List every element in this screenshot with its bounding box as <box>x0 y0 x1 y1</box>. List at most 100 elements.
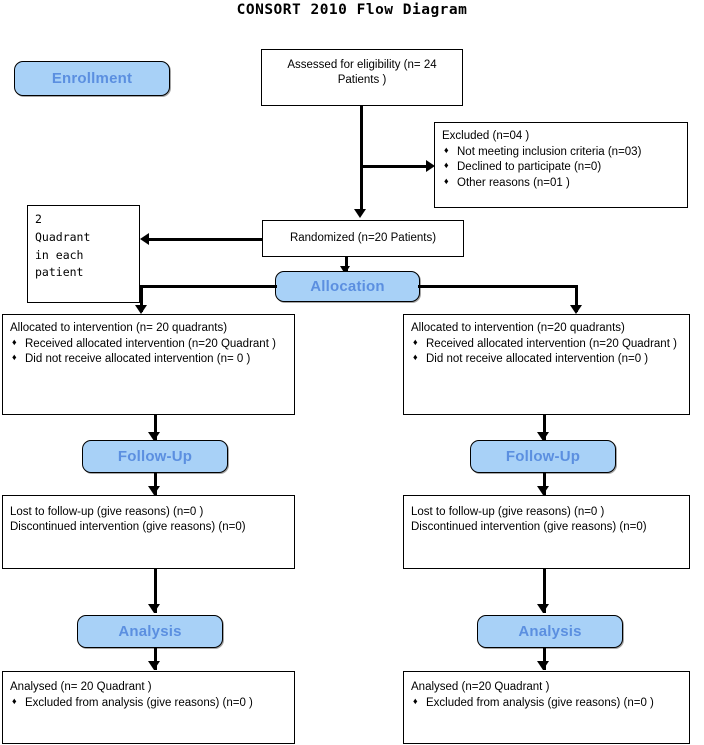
list-item: ♦ Excluded from analysis (give reasons) (… <box>10 696 287 711</box>
list-item: ♦ Did not receive allocated intervention … <box>411 352 682 367</box>
allocated-right-item-1: Did not receive allocated intervention (… <box>426 353 649 366</box>
allocated-right-heading: Allocated to intervention (n=20 quadrant… <box>411 322 625 334</box>
connector-analysis-right-to-box <box>543 648 546 670</box>
arrowhead-allocated-right-to-followup <box>537 432 549 441</box>
analysed-right-heading: Analysed (n=20 Quadrant ) <box>411 681 550 693</box>
arrowhead-followup-right-to-analysis <box>537 604 549 613</box>
bullet-icon: ♦ <box>12 352 17 363</box>
stage-analysis-left-label: Analysis <box>118 623 182 640</box>
arrowhead-followup-right-to-box <box>537 486 549 495</box>
assessed-line-2: Patients ) <box>337 74 387 87</box>
stage-analysis-right-label: Analysis <box>518 623 582 640</box>
excluded-list: ♦ Not meeting inclusion criteria (n=03) ♦… <box>442 145 680 191</box>
stage-analysis-right[interactable]: Analysis <box>477 615 623 648</box>
allocated-left-heading: Allocated to intervention (n= 20 quadran… <box>10 322 228 334</box>
stage-allocation-label: Allocation <box>310 278 385 295</box>
excluded-item-0: Not meeting inclusion criteria (n=03) <box>457 146 642 159</box>
connector-followup-left-to-box <box>154 473 157 495</box>
randomized-text: Randomized (n=20 Patients) <box>289 231 437 244</box>
allocated-left-list: ♦ Received allocated intervention (n=20 Q… <box>10 337 287 367</box>
list-item: ♦ Other reasons (n=01 ) <box>442 176 680 191</box>
connector-followup-right-to-analysis <box>543 569 546 613</box>
bullet-icon: ♦ <box>12 696 17 707</box>
analysed-left-item-0: Excluded from analysis (give reasons) (n… <box>25 697 253 710</box>
arrowhead-analysis-left-to-box <box>148 661 160 670</box>
list-item: ♦ Declined to participate (n=0) <box>442 160 680 175</box>
arrowhead-randomized-to-quadrant-note <box>140 233 149 245</box>
node-assessed-for-eligibility: Assessed for eligibility (n= 24 Patients… <box>261 49 463 106</box>
connector-followup-left-to-analysis <box>154 569 157 613</box>
followup-right-line-1: Lost to follow-up (give reasons) (n=0 ) <box>411 506 605 518</box>
allocated-right-list: ♦ Received allocated intervention (n=20 Q… <box>411 337 682 367</box>
analysed-left-list: ♦ Excluded from analysis (give reasons) (… <box>10 696 287 711</box>
bullet-icon: ♦ <box>413 352 418 363</box>
node-followup-left-box: Lost to follow-up (give reasons) (n=0 ) … <box>2 495 295 569</box>
quadrant-note-line-0: 2 <box>35 212 42 226</box>
quadrant-note-line-2: in each <box>35 247 84 262</box>
stage-enrollment[interactable]: Enrollment <box>14 61 170 96</box>
node-allocated-left: Allocated to intervention (n= 20 quadran… <box>2 314 295 415</box>
list-item: ♦ Excluded from analysis (give reasons) (… <box>411 696 682 711</box>
connector-trunk-to-excluded <box>360 165 428 168</box>
allocated-left-item-1: Did not receive allocated intervention (… <box>25 353 251 366</box>
stage-enrollment-label: Enrollment <box>51 70 133 87</box>
bullet-icon: ♦ <box>413 696 418 707</box>
arrowhead-assessed-to-randomized <box>354 209 366 218</box>
stage-followup-right-label: Follow-Up <box>505 448 581 465</box>
node-excluded: Excluded (n=04 ) ♦ Not meeting inclusion … <box>434 122 688 208</box>
connector-analysis-left-to-box <box>154 648 157 670</box>
arrowhead-followup-left-to-analysis <box>148 604 160 613</box>
node-allocated-right: Allocated to intervention (n=20 quadrant… <box>403 314 690 415</box>
quadrant-note-line-1: Quadrant <box>35 229 91 244</box>
list-item: ♦ Received allocated intervention (n=20 Q… <box>411 337 682 352</box>
arrowhead-followup-left-to-box <box>148 486 160 495</box>
arrowhead-allocation-to-left-group <box>135 305 147 314</box>
stage-followup-left-label: Follow-Up <box>117 448 193 465</box>
arrowhead-allocated-left-to-followup <box>148 432 160 441</box>
stage-allocation[interactable]: Allocation <box>275 271 420 302</box>
list-item: ♦ Did not receive allocated intervention … <box>10 352 287 367</box>
node-analysed-left: Analysed (n= 20 Quadrant ) ♦ Excluded fro… <box>2 671 295 744</box>
connector-randomized-to-quadrant-note <box>149 238 262 241</box>
list-item: ♦ Not meeting inclusion criteria (n=03) <box>442 145 680 160</box>
connector-assessed-to-randomized <box>360 106 363 210</box>
analysed-right-list: ♦ Excluded from analysis (give reasons) (… <box>411 696 682 711</box>
followup-left-line-2: Discontinued intervention (give reasons)… <box>10 521 246 534</box>
connector-allocation-left-horizontal <box>140 285 277 288</box>
analysed-right-item-0: Excluded from analysis (give reasons) (n… <box>426 697 654 710</box>
assessed-line-1: Assessed for eligibility (n= 24 <box>287 59 437 71</box>
stage-followup-left[interactable]: Follow-Up <box>82 440 228 473</box>
arrowhead-allocation-to-right-group <box>570 305 582 314</box>
arrowhead-analysis-right-to-box <box>537 661 549 670</box>
node-quadrant-note: 2 Quadrant in each patient <box>27 205 140 303</box>
connector-allocated-left-to-followup <box>154 415 157 442</box>
followup-right-line-2: Discontinued intervention (give reasons)… <box>411 521 647 534</box>
allocated-left-item-0: Received allocated intervention (n=20 Qu… <box>25 338 276 351</box>
node-analysed-right: Analysed (n=20 Quadrant ) ♦ Excluded from… <box>403 671 690 744</box>
list-item: ♦ Received allocated intervention (n=20 Q… <box>10 337 287 352</box>
excluded-item-2: Other reasons (n=01 ) <box>457 176 570 189</box>
diagram-title: CONSORT 2010 Flow Diagram <box>236 2 468 18</box>
connector-allocated-right-to-followup <box>543 415 546 442</box>
analysed-left-heading: Analysed (n= 20 Quadrant ) <box>10 681 152 693</box>
excluded-item-1: Declined to participate (n=0) <box>457 161 602 174</box>
bullet-icon: ♦ <box>444 145 449 156</box>
node-randomized: Randomized (n=20 Patients) <box>262 220 464 257</box>
followup-left-line-1: Lost to follow-up (give reasons) (n=0 ) <box>10 506 204 518</box>
connector-allocation-right-vertical <box>575 285 578 312</box>
connector-followup-right-to-box <box>543 473 546 495</box>
bullet-icon: ♦ <box>12 337 17 348</box>
connector-allocation-left-vertical <box>140 285 143 312</box>
arrowhead-trunk-to-excluded <box>426 160 435 172</box>
node-followup-right-box: Lost to follow-up (give reasons) (n=0 ) … <box>403 495 690 569</box>
bullet-icon: ♦ <box>444 160 449 171</box>
connector-allocation-right-horizontal <box>418 285 578 288</box>
stage-followup-right[interactable]: Follow-Up <box>470 440 616 473</box>
excluded-heading: Excluded (n=04 ) <box>442 130 530 142</box>
allocated-right-item-0: Received allocated intervention (n=20 Qu… <box>426 338 677 351</box>
stage-analysis-left[interactable]: Analysis <box>77 615 223 648</box>
bullet-icon: ♦ <box>444 175 449 186</box>
arrowhead-randomized-to-allocation <box>340 266 350 274</box>
quadrant-note-line-3: patient <box>35 265 84 280</box>
bullet-icon: ♦ <box>413 337 418 348</box>
